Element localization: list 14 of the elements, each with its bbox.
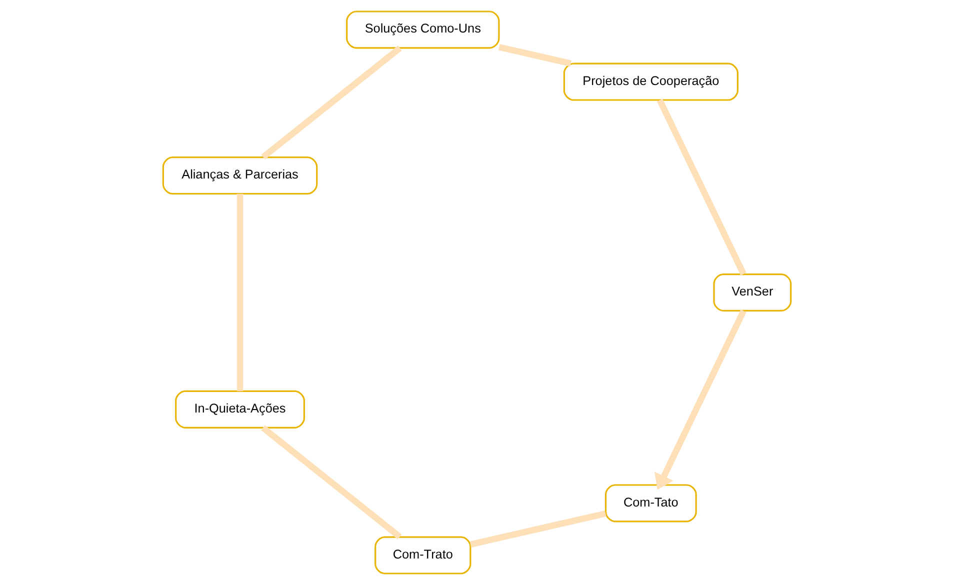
connector bbox=[260, 425, 402, 540]
node-box: Alianças & Parcerias bbox=[162, 156, 318, 195]
node-box: In-Quieta-Ações bbox=[174, 390, 304, 428]
node-box: Soluções Como-Uns bbox=[346, 10, 500, 49]
connector bbox=[260, 46, 402, 160]
connector bbox=[656, 98, 746, 276]
node-box: Com-Tato bbox=[604, 484, 696, 522]
connector bbox=[469, 510, 606, 548]
node-box: Projetos de Cooperação bbox=[562, 62, 738, 101]
node-box: Com-Trato bbox=[374, 536, 471, 574]
node-box: VenSer bbox=[712, 273, 792, 312]
connector bbox=[498, 44, 572, 67]
connector bbox=[236, 194, 243, 392]
arrow bbox=[654, 309, 746, 490]
